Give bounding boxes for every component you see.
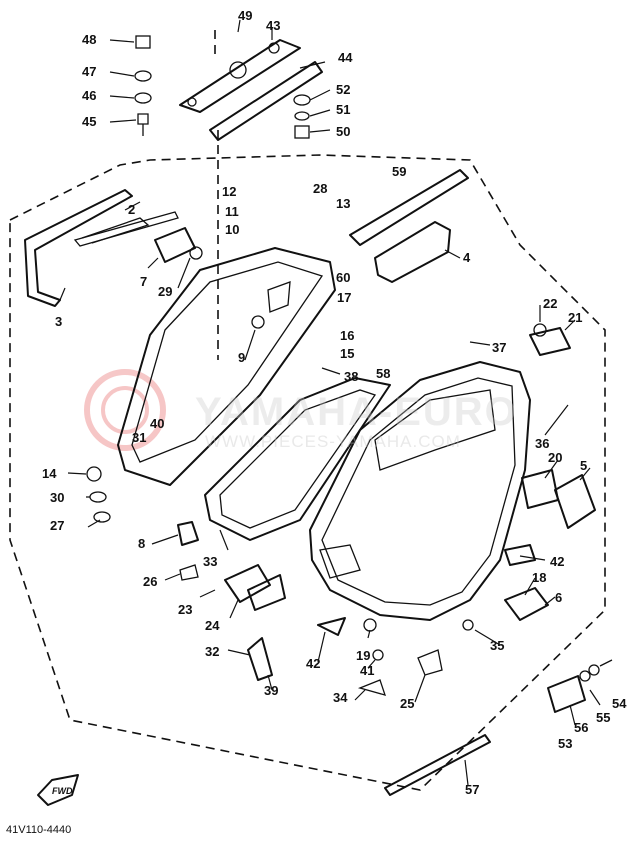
part-label: 29: [158, 284, 172, 299]
lower-right-parts: [384, 659, 613, 796]
right-fasteners: [293, 94, 311, 139]
part-label: 53: [558, 736, 572, 751]
part-label: 3: [55, 314, 62, 329]
part-label: 21: [568, 310, 582, 325]
part-label: 22: [543, 296, 557, 311]
handle-strap: [349, 169, 469, 283]
part-label: 8: [138, 536, 145, 551]
part-label: 10: [225, 222, 239, 237]
part-label: 23: [178, 602, 192, 617]
side-trim: [24, 189, 179, 307]
part-labels: 2 3 4 5 6 7 8 9 10 11 12 13 14 15 16 17 …: [42, 8, 627, 797]
part-label: 39: [264, 683, 278, 698]
fwd-label: FWD: [52, 786, 73, 796]
part-label: 30: [50, 490, 64, 505]
part-label: 48: [82, 32, 96, 47]
part-label: 20: [548, 450, 562, 465]
saddlebag-body: [309, 361, 531, 621]
part-label: 37: [492, 340, 506, 355]
part-label: 2: [128, 202, 135, 217]
part-label: 44: [338, 50, 353, 65]
part-label: 6: [555, 590, 562, 605]
watermark-logo: [84, 369, 166, 451]
part-label: 55: [596, 710, 610, 725]
part-label: 58: [376, 366, 390, 381]
part-label: 45: [82, 114, 96, 129]
part-label: 33: [203, 554, 217, 569]
left-fasteners: [134, 35, 152, 136]
part-label: 52: [336, 82, 350, 97]
part-label: 28: [313, 181, 327, 196]
part-label: 12: [222, 184, 236, 199]
lower-brackets: [224, 564, 286, 681]
part-label: 4: [463, 250, 471, 265]
small-fittings: [317, 544, 536, 696]
part-label: 15: [340, 346, 354, 361]
part-label: 59: [392, 164, 406, 179]
part-label: 47: [82, 64, 96, 79]
emblem-plate: [154, 227, 203, 263]
part-label: 49: [238, 8, 252, 23]
part-label: 40: [150, 416, 164, 431]
part-label: 42: [306, 656, 320, 671]
part-label: 35: [490, 638, 504, 653]
part-label: 41: [360, 663, 374, 678]
latch-parts: [504, 323, 596, 621]
part-label: 32: [205, 644, 219, 659]
part-label: 27: [50, 518, 64, 533]
part-label: 43: [266, 18, 280, 33]
top-bracket: [179, 39, 323, 141]
part-label: 14: [42, 466, 57, 481]
diagram-code: 41V110-4440: [6, 824, 72, 836]
part-label: 24: [205, 618, 220, 633]
leader-lines: [59, 19, 601, 786]
part-label: 46: [82, 88, 96, 103]
assembly-outline: [9, 154, 606, 791]
part-label: 11: [225, 204, 239, 219]
part-label: 5: [580, 458, 587, 473]
part-label: 17: [337, 290, 351, 305]
part-label: 42: [550, 554, 564, 569]
part-label: 9: [238, 350, 245, 365]
left-side-fasteners: [86, 466, 199, 581]
part-label: 31: [132, 430, 146, 445]
inner-panel: [204, 377, 391, 541]
part-label: 38: [344, 369, 358, 384]
part-label: 26: [143, 574, 157, 589]
mount-guide-line: [214, 30, 219, 360]
part-label: 18: [532, 570, 546, 585]
part-label: 34: [333, 690, 348, 705]
part-label: 51: [336, 102, 350, 117]
part-label: 56: [574, 720, 588, 735]
part-label: 54: [612, 696, 627, 711]
watermark-text: YAMAHA-EURO: [195, 390, 518, 434]
part-label: 60: [336, 270, 350, 285]
watermark-subtext: WWW.PIECES-YAMAHA.COM: [205, 432, 461, 451]
part-label: 57: [465, 782, 479, 797]
part-label: 36: [535, 436, 549, 451]
left-saddlebag-lid: [117, 247, 336, 486]
part-label: 13: [336, 196, 350, 211]
fwd-arrow: FWD: [37, 774, 79, 806]
part-label: 16: [340, 328, 354, 343]
part-label: 25: [400, 696, 414, 711]
part-label: 50: [336, 124, 350, 139]
part-label: 19: [356, 648, 370, 663]
part-label: 7: [140, 274, 147, 289]
